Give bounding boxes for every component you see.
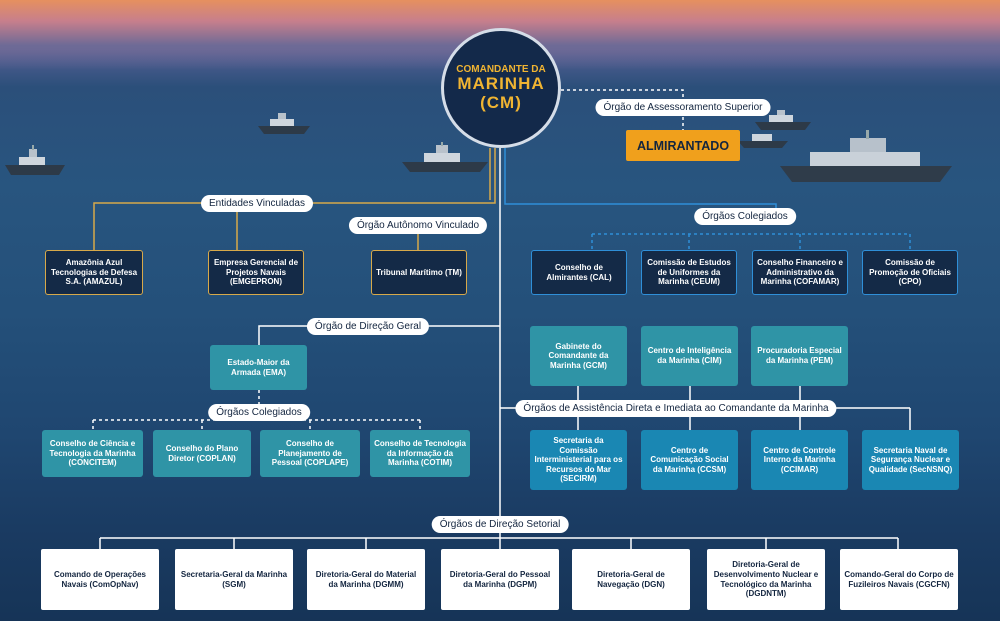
comandante-circle: COMANDANTE DA MARINHA (CM) <box>441 28 561 148</box>
assistencia-secirm: Secretaria da Comissão Interministerial … <box>530 430 627 490</box>
entidade-amazul: Amazônia Azul Tecnologias de Defesa S.A.… <box>45 250 143 295</box>
label-direcao-geral: Órgão de Direção Geral <box>306 318 430 335</box>
center-line2: MARINHA <box>457 73 545 93</box>
assistencia-ccimar: Centro de Controle Interno da Marinha (C… <box>751 430 848 490</box>
tribunal-maritimo: Tribunal Marítimo (TM) <box>371 250 467 295</box>
setorial-dgdntm: Diretoria-Geral de Desenvolvimento Nucle… <box>707 549 825 610</box>
ship-icon <box>755 110 811 130</box>
ship-icon <box>402 142 488 172</box>
colegiado-cotim: Conselho de Tecnologia da Informação da … <box>370 430 470 477</box>
label-colegiados-mid: Órgãos Colegiados <box>208 404 310 421</box>
gabinete-gcm: Gabinete do Comandante da Marinha (GCM) <box>530 326 627 386</box>
colegiado-cofamar: Conselho Financeiro e Administrativo da … <box>752 250 848 295</box>
assistencia-ccsm: Centro de Comunicação Social da Marinha … <box>641 430 738 490</box>
ship-icon <box>5 145 65 175</box>
gabinete-cim: Centro de Inteligência da Marinha (CIM) <box>641 326 738 386</box>
label-colegiados-top: Órgãos Colegiados <box>694 208 796 225</box>
setorial-comopnav: Comando de Operações Navais (ComOpNav) <box>41 549 159 610</box>
ema-box: Estado-Maior da Armada (EMA) <box>210 345 307 390</box>
label-autonomo: Órgão Autônomo Vinculado <box>348 217 488 234</box>
ship-icon <box>780 130 952 182</box>
almirantado-box: ALMIRANTADO <box>626 130 740 161</box>
colegiado-cpo: Comissão de Promoção de Oficiais (CPO) <box>862 250 958 295</box>
label-assistencia: Órgãos de Assistência Direta e Imediata … <box>515 400 837 417</box>
colegiado-coplan: Conselho do Plano Diretor (COPLAN) <box>153 430 251 477</box>
center-line3: (CM) <box>480 92 522 112</box>
setorial-dgmm: Diretoria-Geral do Material da Marinha (… <box>307 549 425 610</box>
setorial-sgm: Secretaria-Geral da Marinha (SGM) <box>175 549 293 610</box>
setorial-cgcfn: Comando-Geral do Corpo de Fuzileiros Nav… <box>840 549 958 610</box>
setorial-dgn: Diretoria-Geral de Navegação (DGN) <box>572 549 690 610</box>
setorial-dgpm: Diretoria-Geral do Pessoal da Marinha (D… <box>441 549 559 610</box>
entidade-emgepron: Empresa Gerencial de Projetos Navais (EM… <box>208 250 304 295</box>
colegiado-coplape: Conselho de Planejamento de Pessoal (COP… <box>260 430 360 477</box>
colegiado-concitem: Conselho de Ciência e Tecnologia da Mari… <box>42 430 143 477</box>
label-assessoramento: Órgão de Assessoramento Superior <box>595 99 771 116</box>
gabinete-pem: Procuradoria Especial da Marinha (PEM) <box>751 326 848 386</box>
ship-icon <box>738 134 788 148</box>
label-entidades: Entidades Vinculadas <box>201 195 313 212</box>
label-setorial: Órgãos de Direção Setorial <box>431 516 569 533</box>
colegiado-cal: Conselho de Almirantes (CAL) <box>531 250 627 295</box>
center-line1: COMANDANTE DA <box>456 63 546 75</box>
ship-icon <box>258 113 310 134</box>
assistencia-secnsnq: Secretaria Naval de Segurança Nuclear e … <box>862 430 959 490</box>
colegiado-ceum: Comissão de Estudos de Uniformes da Mari… <box>641 250 737 295</box>
